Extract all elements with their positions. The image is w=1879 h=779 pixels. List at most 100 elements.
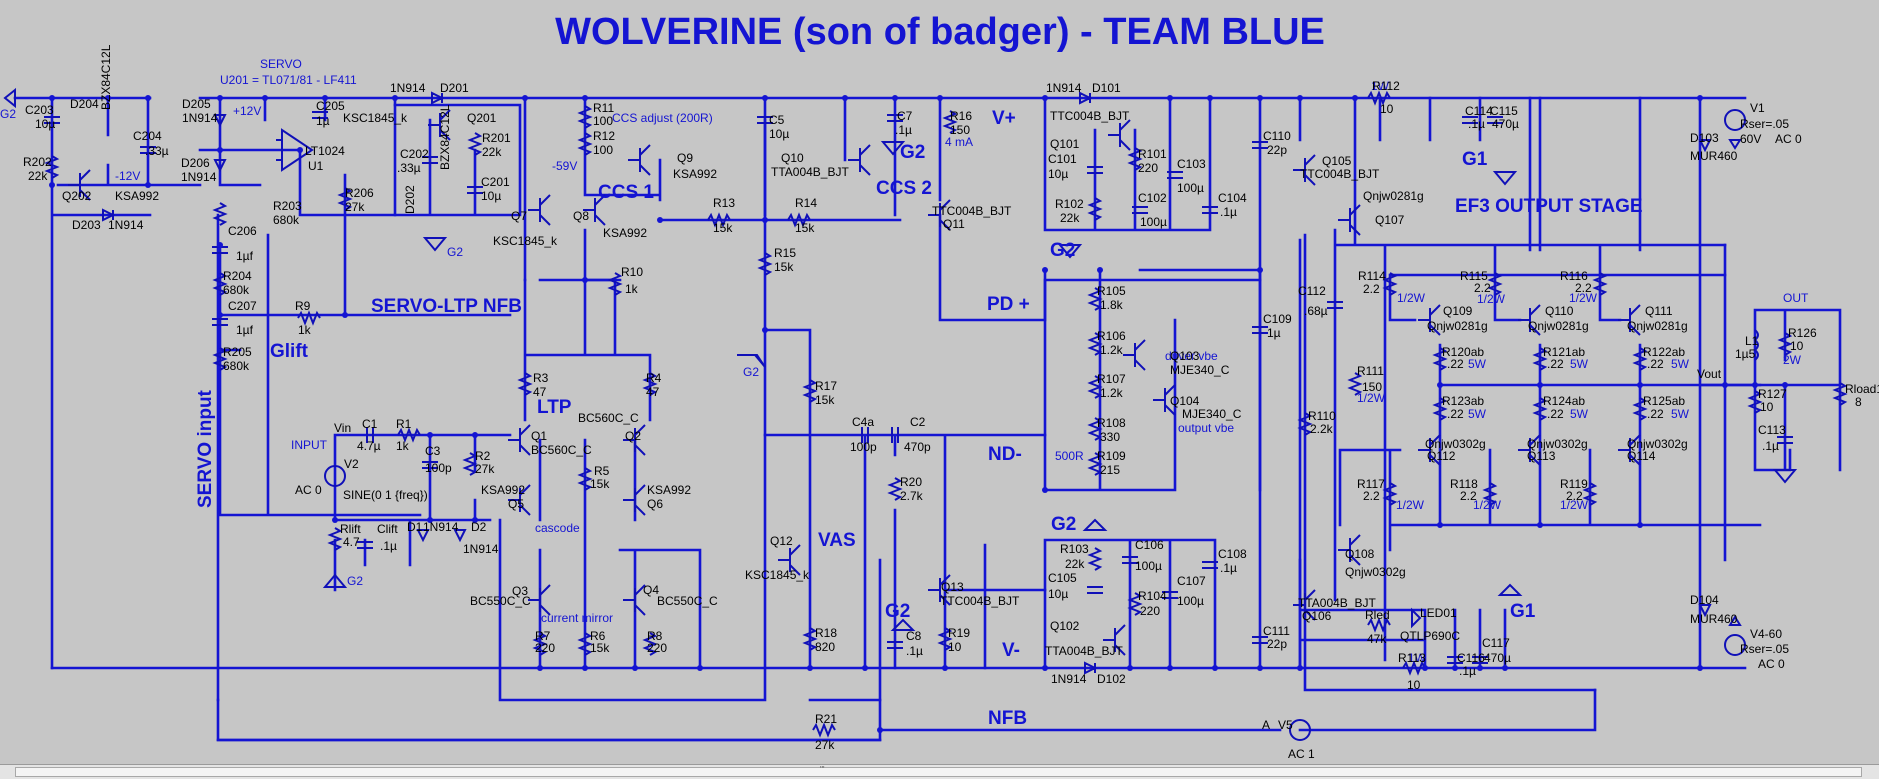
junction-dot <box>1257 665 1263 671</box>
annotation-ccsadj: CCS adjust (200R) <box>612 111 713 125</box>
junction-dot <box>145 182 151 188</box>
resistor-symbols <box>44 90 1848 738</box>
resistor-symbol <box>297 310 321 326</box>
junction-dot <box>1212 665 1218 671</box>
capacitor-symbol <box>887 114 903 122</box>
label-KSA992e: KSA992 <box>647 483 691 497</box>
label-R203v: 680k <box>273 213 300 227</box>
junction-dot <box>1697 95 1703 101</box>
annotation-w5a: 5W <box>1468 357 1487 371</box>
label-C1: C1 <box>362 417 378 431</box>
label-Rliftv: 4.7 <box>343 535 360 549</box>
annotation-g1_bot: G1 <box>1510 601 1536 622</box>
resistor-symbol <box>577 632 593 656</box>
transistor-symbol <box>508 484 531 516</box>
label-R125v: .22 <box>1647 407 1664 421</box>
label-V1v: 60V <box>1740 132 1761 146</box>
capacitor-symbol <box>1447 656 1463 664</box>
junction-dot <box>1297 95 1303 101</box>
junction-dot <box>762 217 768 223</box>
junction-dot <box>1752 382 1758 388</box>
label-C3: C3 <box>425 444 441 458</box>
junction-dot <box>217 95 223 101</box>
label-R123v: .22 <box>1447 407 1464 421</box>
resistor-symbol <box>1382 272 1398 296</box>
resistor-symbol <box>44 155 60 179</box>
label-C110: C110 <box>1263 129 1291 143</box>
label-R111: R111 <box>1357 364 1384 378</box>
label-Q11: Q11 <box>943 217 965 231</box>
wire-q201-box <box>393 103 522 217</box>
label-R105v: 1.8k <box>1100 298 1124 312</box>
annotation-minus12: -12V <box>115 169 140 183</box>
label-V5ac: AC 1 <box>1288 747 1315 761</box>
inductor-l1-symbol <box>1753 329 1759 361</box>
transistor-symbols <box>68 109 1641 656</box>
label-C207v: 1µf <box>236 323 254 337</box>
label-R204: R204 <box>223 269 252 283</box>
label-R107: R107 <box>1097 372 1126 386</box>
label-C206v: 1µf <box>236 249 254 263</box>
v1-source-symbol <box>1724 109 1746 131</box>
resistor-symbol <box>462 452 478 476</box>
label-R7v: 220 <box>535 641 555 655</box>
label-R127v: 10 <box>1760 400 1774 414</box>
resistor-symbol <box>1087 452 1103 476</box>
label-C7: C7 <box>897 109 913 123</box>
annotation-hw119: 1/2W <box>1560 498 1589 512</box>
label-C206: C206 <box>228 224 257 238</box>
label-C107v: 100µ <box>1177 594 1204 608</box>
label-R13: R13 <box>713 196 735 210</box>
transistor-symbol <box>428 109 451 141</box>
label-R12v: 100 <box>593 143 613 157</box>
label-R204v: 680k <box>223 283 250 297</box>
resistor-symbol <box>1747 390 1763 414</box>
label-L1: L1 <box>1745 334 1759 348</box>
label-R108: R108 <box>1097 416 1126 430</box>
wire-output-lower <box>1298 558 1507 670</box>
junction-dot <box>892 95 898 101</box>
resistor-symbol <box>212 272 228 296</box>
scrollbar-thumb[interactable] <box>15 767 1862 777</box>
transistor-symbol <box>848 144 871 176</box>
label-R11v: 100 <box>593 114 613 128</box>
label-R205: R205 <box>223 345 252 359</box>
resistor-symbol <box>642 372 658 396</box>
label-TTA004c: TTA004B_BJT <box>1298 596 1376 610</box>
capacitor-symbol <box>1252 636 1268 644</box>
label-R10v: 1k <box>625 282 639 296</box>
label-R103v: 22k <box>1065 557 1085 571</box>
label-R18: R18 <box>815 626 837 640</box>
junction-dot <box>937 95 943 101</box>
resistor-symbol <box>517 372 533 396</box>
label-Q110: Q110 <box>1545 304 1574 318</box>
annotation-servoin: SERVO input <box>195 389 216 508</box>
capacitor-symbols <box>44 111 1793 664</box>
junction-dot <box>762 327 768 333</box>
label-C2v: 470p <box>904 440 931 454</box>
resistor-symbol <box>887 477 903 501</box>
label-Q109: Q109 <box>1443 304 1473 318</box>
junction-dot <box>427 432 433 438</box>
label-C104: C104 <box>1218 191 1247 205</box>
junction-dot <box>582 95 588 101</box>
resistor-symbol <box>1777 332 1793 356</box>
junction-dot <box>1637 522 1643 528</box>
annotation-glift: Glift <box>270 341 309 362</box>
label-R9v: 1k <box>298 323 312 337</box>
label-V2ac: AC 0 <box>295 483 322 497</box>
annotation-vout: Vout <box>1697 367 1722 381</box>
horizontal-scrollbar[interactable]: ''' <box>0 764 1879 779</box>
label-R118v: 2.2 <box>1460 489 1477 503</box>
label-R116: R116 <box>1560 269 1588 283</box>
label-C3v: 100p <box>425 461 452 475</box>
junction-dot <box>762 95 768 101</box>
junction-dot <box>1127 665 1133 671</box>
label-C111: C111 <box>1263 624 1290 638</box>
label-C105: C105 <box>1048 571 1077 585</box>
label-R122: R122ab <box>1643 345 1685 359</box>
label-Q10: Q10 <box>781 151 804 165</box>
